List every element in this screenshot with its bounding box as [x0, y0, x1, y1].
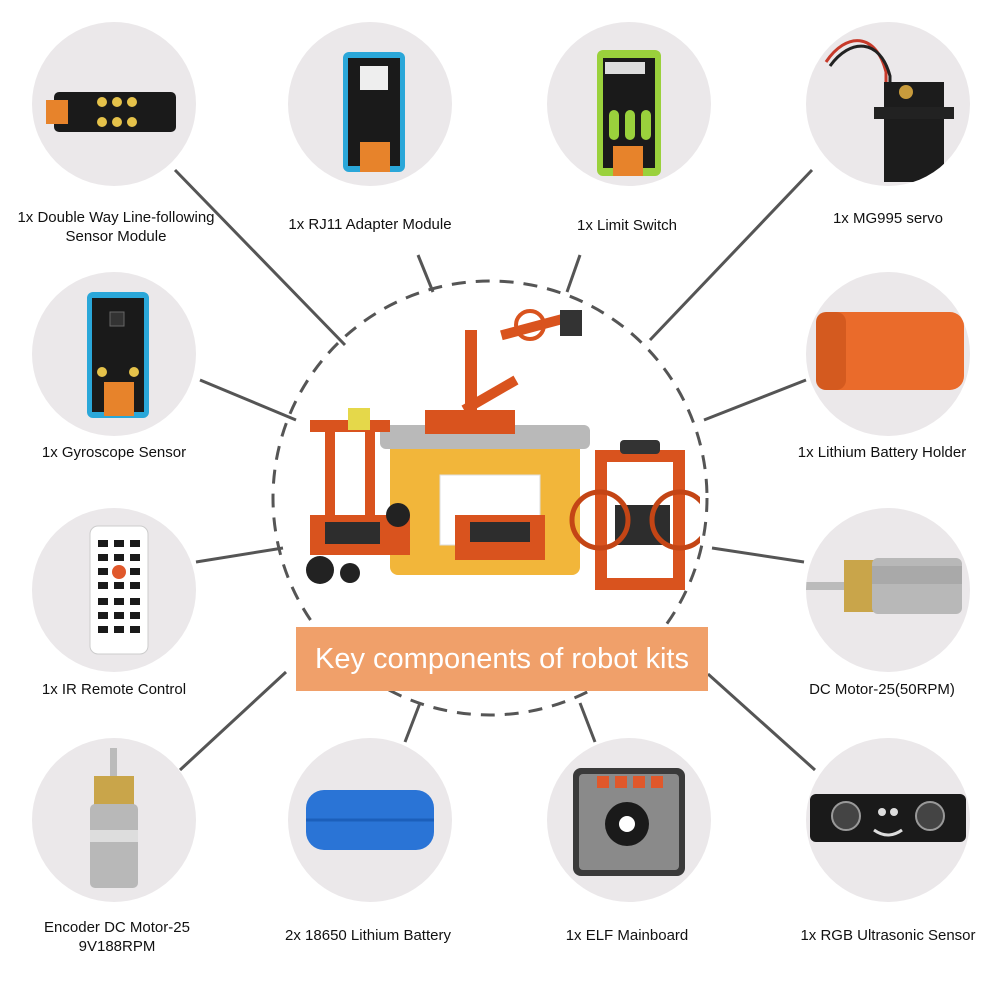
connector-line: [403, 702, 422, 743]
component-circle-gyroscope-sensor: [32, 272, 196, 436]
mainboard-icon: [573, 768, 685, 876]
component-label: Encoder DC Motor-25 9V188RPM: [44, 919, 190, 955]
gyroscope-icon: [87, 292, 149, 418]
ir-remote-icon: [89, 525, 149, 655]
connector-line: [195, 546, 284, 564]
component-label: 2x 18650 Lithium Battery: [285, 927, 451, 944]
dc-motor-icon: [806, 558, 962, 614]
component-circle-limit-switch: [547, 22, 711, 186]
connector-line: [416, 254, 435, 293]
component-circle-mg995-servo: [806, 22, 970, 186]
connector-line: [578, 702, 597, 743]
connector-line: [706, 672, 817, 772]
component-label: 1x Lithium Battery Holder: [797, 444, 967, 461]
component-circle-rj11-adapter: [288, 22, 452, 186]
line-sensor-icon: [46, 92, 176, 132]
component-label: 1x RJ11 Adapter Module: [288, 216, 452, 233]
component-label: 1x MG995 servo: [832, 210, 944, 227]
connector-line: [178, 670, 288, 772]
component-label: DC Motor-25(50RPM): [809, 681, 955, 698]
rj11-module-icon: [343, 52, 405, 172]
component-circle-line-following-sensor: [32, 22, 196, 186]
component-circle-dc-motor: [806, 508, 970, 672]
component-circle-ir-remote: [32, 508, 196, 672]
connector-line: [648, 168, 814, 342]
diagram-title-banner: Key components of robot kits: [296, 627, 708, 691]
component-label: 1x ELF Mainboard: [565, 927, 689, 944]
component-circle-battery-holder: [806, 272, 970, 436]
servo-icon: [824, 39, 954, 182]
connector-line: [199, 378, 297, 422]
connector-line: [565, 254, 582, 293]
component-circle-elf-mainboard: [547, 738, 711, 902]
component-label: 1x IR Remote Control: [41, 681, 187, 698]
connector-line: [173, 168, 347, 347]
ultrasonic-icon: [810, 794, 966, 842]
dashed-hub-circle: [271, 279, 709, 717]
battery-icon: [306, 790, 434, 850]
component-label: 1x RGB Ultrasonic Sensor: [800, 927, 976, 944]
battery-holder-icon: [816, 312, 964, 390]
connector-line: [711, 546, 805, 564]
component-circle-ultrasonic-sensor: [806, 738, 970, 902]
component-label: 1x Gyroscope Sensor: [41, 444, 187, 461]
connector-line: [703, 378, 807, 422]
component-circle-lithium-battery: [288, 738, 452, 902]
component-circle-encoder-motor: [32, 738, 196, 902]
encoder-motor-icon: [90, 748, 138, 888]
limit-switch-icon: [597, 50, 661, 176]
component-label: 1x Double Way Line-following Sensor Modu…: [17, 209, 215, 245]
robot-kit-illustration: [280, 290, 711, 610]
component-label: 1x Limit Switch: [576, 217, 678, 234]
